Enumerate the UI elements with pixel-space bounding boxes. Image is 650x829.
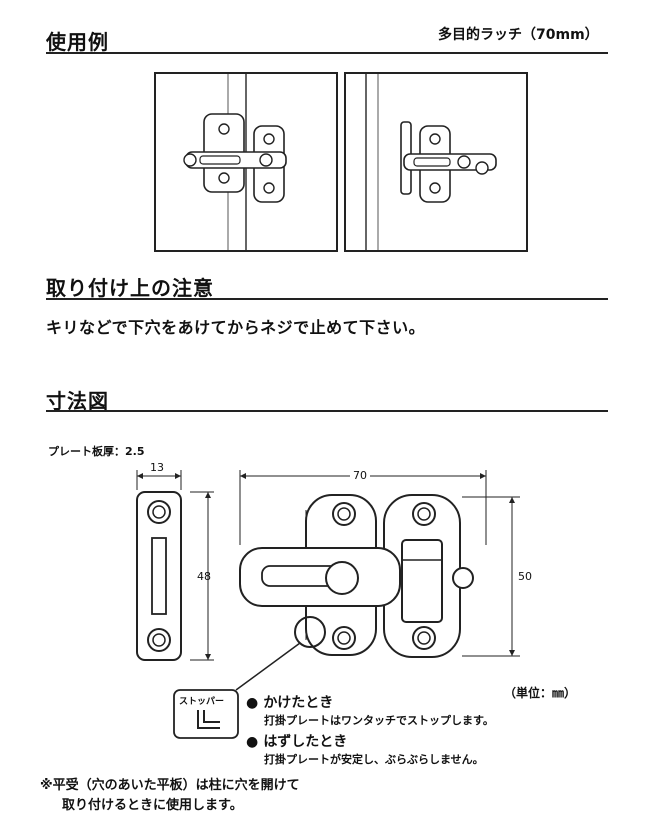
usage-illustration-left bbox=[154, 72, 338, 252]
lock-desc: 打掛プレートはワンタッチでストップします。 bbox=[264, 714, 494, 727]
caution-rule bbox=[46, 298, 608, 300]
lock-title: かけたとき bbox=[263, 695, 334, 711]
lock-note: ● かけたとき bbox=[246, 692, 333, 712]
stopper-label: ストッパー bbox=[179, 697, 225, 707]
dims-title: 寸法図 bbox=[46, 389, 109, 413]
usage-illustration-right bbox=[344, 72, 528, 252]
product-name: 多目的ラッチ（70mm） bbox=[438, 27, 599, 43]
caution-title: 取り付け上の注意 bbox=[46, 276, 214, 300]
footnote-line1: ※平受（穴のあいた平板）は柱に穴を開けて bbox=[40, 778, 300, 793]
unlock-desc: 打掛プレートが安定し、ぶらぶらしません。 bbox=[264, 753, 484, 766]
dim-13: 13 bbox=[150, 461, 164, 474]
usage-title: 使用例 bbox=[46, 30, 109, 54]
unit-label: （単位：㎜） bbox=[504, 686, 577, 700]
footnote-line2: 取り付けるときに使用します。 bbox=[62, 798, 243, 813]
bullet-icon: ● bbox=[246, 734, 259, 750]
usage-rule bbox=[46, 52, 608, 54]
plate-thickness: プレート板厚：2.5 bbox=[48, 445, 145, 458]
unlock-title: はずしたとき bbox=[263, 734, 348, 750]
dims-rule bbox=[46, 410, 608, 412]
bullet-icon: ● bbox=[246, 695, 259, 711]
unlock-note: ● はずしたとき bbox=[246, 731, 347, 751]
dim-70: 70 bbox=[350, 469, 370, 482]
dim-50: 50 bbox=[518, 570, 532, 583]
caution-text: キリなどで下穴をあけてからネジで止めて下さい。 bbox=[46, 318, 426, 337]
dim-48: 48 bbox=[197, 570, 211, 583]
